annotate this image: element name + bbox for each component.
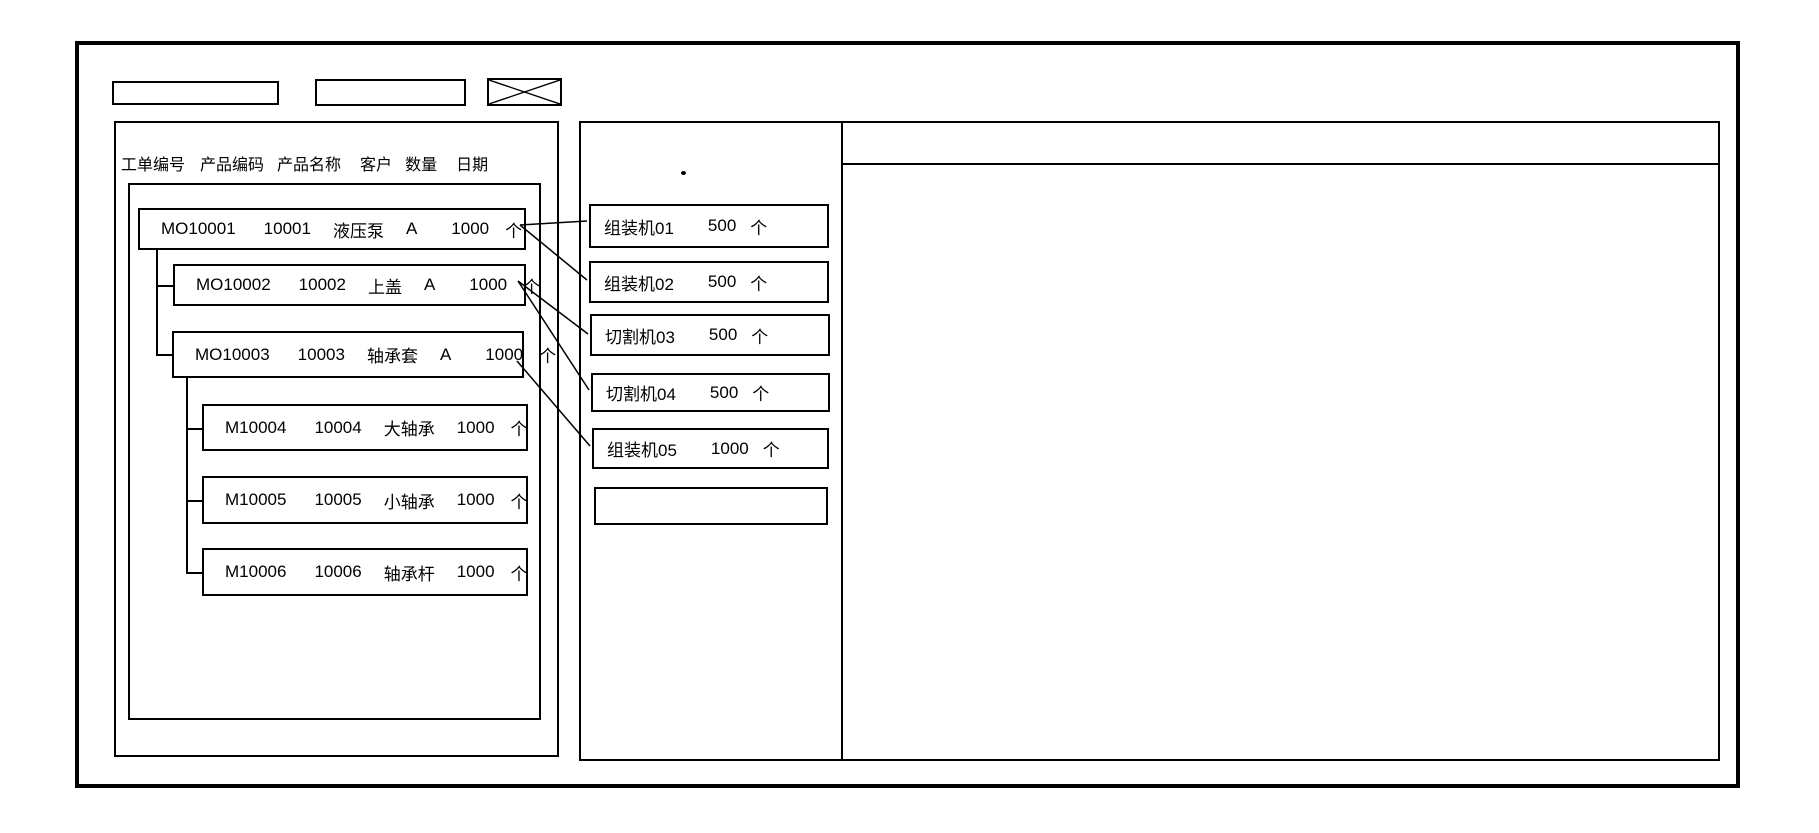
unit: 个 [523, 277, 541, 297]
schedule-header-divider [843, 163, 1718, 165]
order-row-mo10001[interactable]: MO10001 10001 液压泵 A 1000 个 [138, 208, 526, 250]
order-id: MO10001 [161, 219, 236, 238]
customer: A [439, 344, 452, 364]
column-header-order-no: 工单编号 [121, 157, 186, 174]
quantity: 1000 [456, 562, 495, 581]
order-row-m10005[interactable]: M10005 10005 小轴承 1000 个 [202, 476, 528, 524]
workcenter-qty: 500 [707, 216, 737, 235]
tree-connector-stub-mo10002 [156, 285, 173, 287]
order-id: M10005 [225, 490, 287, 509]
workcenter-name: 切割机03 [605, 327, 675, 347]
unit: 个 [750, 218, 768, 238]
customer: A [405, 219, 418, 238]
quantity: 1000 [451, 219, 490, 238]
workcenter-qty: 1000 [710, 438, 749, 458]
order-id: M10004 [225, 417, 287, 437]
unit: 个 [510, 492, 528, 512]
workcenter-qty: 500 [709, 382, 739, 402]
workcenter-box-1[interactable]: 组装机01 500 个 [589, 204, 829, 248]
unit: 个 [505, 221, 523, 241]
workcenter-qty: 500 [708, 325, 738, 344]
tree-connector-stub-mo10003 [156, 354, 172, 356]
order-row-m10006[interactable]: M10006 10006 轴承杆 1000 个 [202, 548, 528, 596]
quantity: 1000 [456, 490, 495, 509]
workcenter-box-4[interactable]: 切割机04 500 个 [591, 373, 830, 412]
column-header-product-name: 产品名称 [277, 157, 342, 174]
workcenter-name: 组装机05 [607, 441, 677, 460]
product-name: 轴承杆 [383, 564, 435, 584]
product-code: 10001 [263, 219, 311, 238]
column-header-row: 工单编号 产品编码 产品名称 客户 数量 日期 [121, 151, 488, 175]
tree-connector-stub-m10005 [186, 500, 202, 502]
column-header-customer: 客户 [360, 157, 393, 174]
toolbar-input-2[interactable] [315, 79, 466, 106]
workcenter-name: 组装机02 [604, 274, 674, 294]
order-list-panel: 工单编号 产品编码 产品名称 客户 数量 日期 MO10001 10001 液压… [114, 121, 559, 757]
product-name: 轴承套 [366, 347, 418, 366]
schedule-panel [841, 123, 1718, 759]
product-name: 液压泵 [332, 221, 384, 241]
workcenter-box-5[interactable]: 组装机05 1000 个 [592, 428, 829, 469]
tree-connector-stub-m10006 [186, 572, 202, 574]
unit: 个 [762, 441, 780, 460]
product-code: 10002 [298, 275, 346, 294]
column-header-date: 日期 [456, 157, 489, 174]
tree-connector-vertical-2 [186, 378, 188, 572]
order-row-m10004[interactable]: M10004 10004 大轴承 1000 个 [202, 404, 528, 451]
column-header-product-code: 产品编码 [200, 157, 265, 174]
quantity: 1000 [485, 344, 524, 364]
product-code: 10005 [314, 490, 362, 509]
product-code: 10003 [297, 344, 345, 364]
tree-connector-vertical-1 [156, 250, 158, 356]
quantity: 1000 [456, 417, 495, 437]
unit: 个 [752, 385, 770, 404]
dot-mark [681, 171, 686, 175]
unit: 个 [750, 274, 768, 294]
product-code: 10004 [314, 417, 362, 437]
workcenter-name: 切割机04 [606, 385, 676, 404]
order-row-mo10002[interactable]: MO10002 10002 上盖 A 1000 个 [173, 264, 540, 306]
workcenter-name: 组装机01 [604, 218, 674, 238]
unit: 个 [510, 420, 528, 439]
unit: 个 [539, 347, 557, 366]
image-placeholder-box [487, 78, 562, 106]
order-id: M10006 [225, 562, 287, 581]
tree-connector-stub-m10004 [186, 428, 202, 430]
workcenter-qty: 500 [707, 272, 737, 291]
order-tree-container: MO10001 10001 液压泵 A 1000 个 MO10002 10002… [128, 183, 556, 720]
workcenter-box-empty[interactable] [594, 487, 828, 525]
unit: 个 [751, 327, 769, 347]
product-name: 上盖 [367, 277, 402, 297]
order-id: MO10003 [195, 344, 270, 364]
product-name: 大轴承 [383, 420, 435, 439]
column-header-quantity: 数量 [405, 157, 438, 174]
quantity: 1000 [469, 275, 508, 294]
customer: A [423, 275, 436, 294]
product-code: 10006 [314, 562, 362, 581]
window-frame: 工单编号 产品编码 产品名称 客户 数量 日期 MO10001 10001 液压… [75, 41, 1740, 788]
x-placeholder-icon [488, 79, 561, 105]
workcenter-box-2[interactable]: 组装机02 500 个 [589, 261, 829, 303]
unit: 个 [510, 564, 528, 584]
order-id: MO10002 [196, 275, 271, 294]
order-row-mo10003[interactable]: MO10003 10003 轴承套 A 1000 个 [172, 331, 556, 378]
product-name: 小轴承 [383, 492, 435, 512]
main-panel: 组装机01 500 个 组装机02 500 个 切割机03 500 个 切割机0… [579, 121, 1720, 761]
toolbar-input-1[interactable] [112, 81, 279, 105]
workcenter-box-3[interactable]: 切割机03 500 个 [590, 314, 830, 356]
